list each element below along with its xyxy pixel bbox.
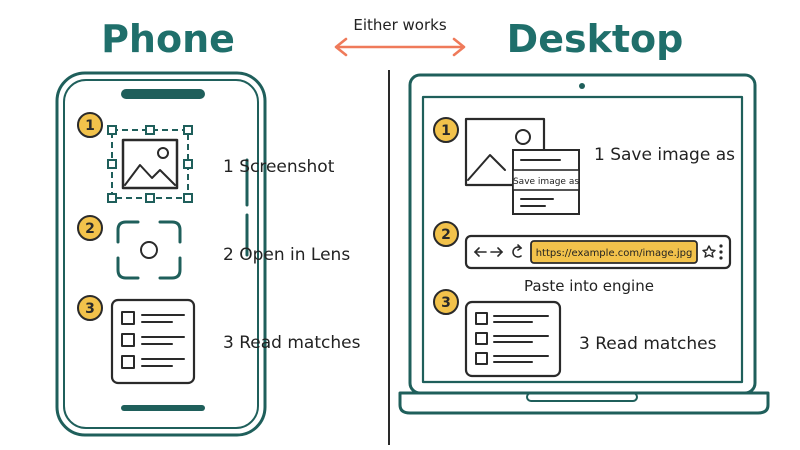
phone-heading: Phone (101, 17, 235, 61)
svg-text:1: 1 (441, 123, 451, 139)
url-bar (530, 240, 698, 264)
either-works-label: Either works (353, 16, 446, 34)
svg-text:3: 3 (85, 301, 95, 317)
back-arrow-icon (473, 247, 487, 257)
desktop-step-3-badge: 3 (433, 289, 459, 315)
reload-icon (512, 244, 523, 258)
desktop-step-3-label: 3 Read matches (579, 334, 717, 354)
forward-arrow-icon (490, 247, 504, 257)
menu-dots-icon (719, 244, 723, 260)
desktop-results-list-icon (464, 300, 562, 378)
desktop-step-2-badge: 2 (433, 221, 459, 247)
url-text: https://example.com/image.jpg (536, 248, 693, 259)
desktop-step-1-badge: 1 (433, 117, 459, 143)
context-menu: Save image as (512, 149, 580, 215)
double-arrow-icon (334, 37, 466, 57)
svg-text:1: 1 (85, 118, 95, 134)
phone-step-2-label: 2 Open in Lens (223, 245, 350, 265)
desktop-step-2-label: Paste into engine (524, 277, 654, 295)
svg-text:2: 2 (85, 221, 95, 237)
lens-icon (116, 220, 182, 280)
phone-device (55, 71, 267, 437)
phone-notch (121, 89, 205, 99)
svg-text:3: 3 (441, 295, 451, 311)
laptop-camera (579, 83, 585, 89)
desktop-heading: Desktop (507, 17, 684, 61)
star-icon (702, 245, 716, 258)
phone-step-1-label: 1 Screenshot (223, 157, 335, 177)
results-list-icon (110, 298, 196, 385)
phone-home-bar (121, 405, 205, 411)
laptop-device (398, 73, 770, 415)
phone-step-1-badge: 1 (77, 112, 103, 138)
phone-step-3-badge: 3 (77, 295, 103, 321)
phone-step-3-label: 3 Read matches (223, 333, 361, 353)
context-menu-item-save: Save image as (513, 177, 579, 187)
phone-step-2-badge: 2 (77, 215, 103, 241)
screenshot-icon (107, 125, 193, 203)
browser-bar: https://example.com/image.jpg (464, 234, 732, 270)
desktop-step-1-label: 1 Save image as (594, 145, 735, 165)
svg-text:2: 2 (441, 227, 451, 243)
